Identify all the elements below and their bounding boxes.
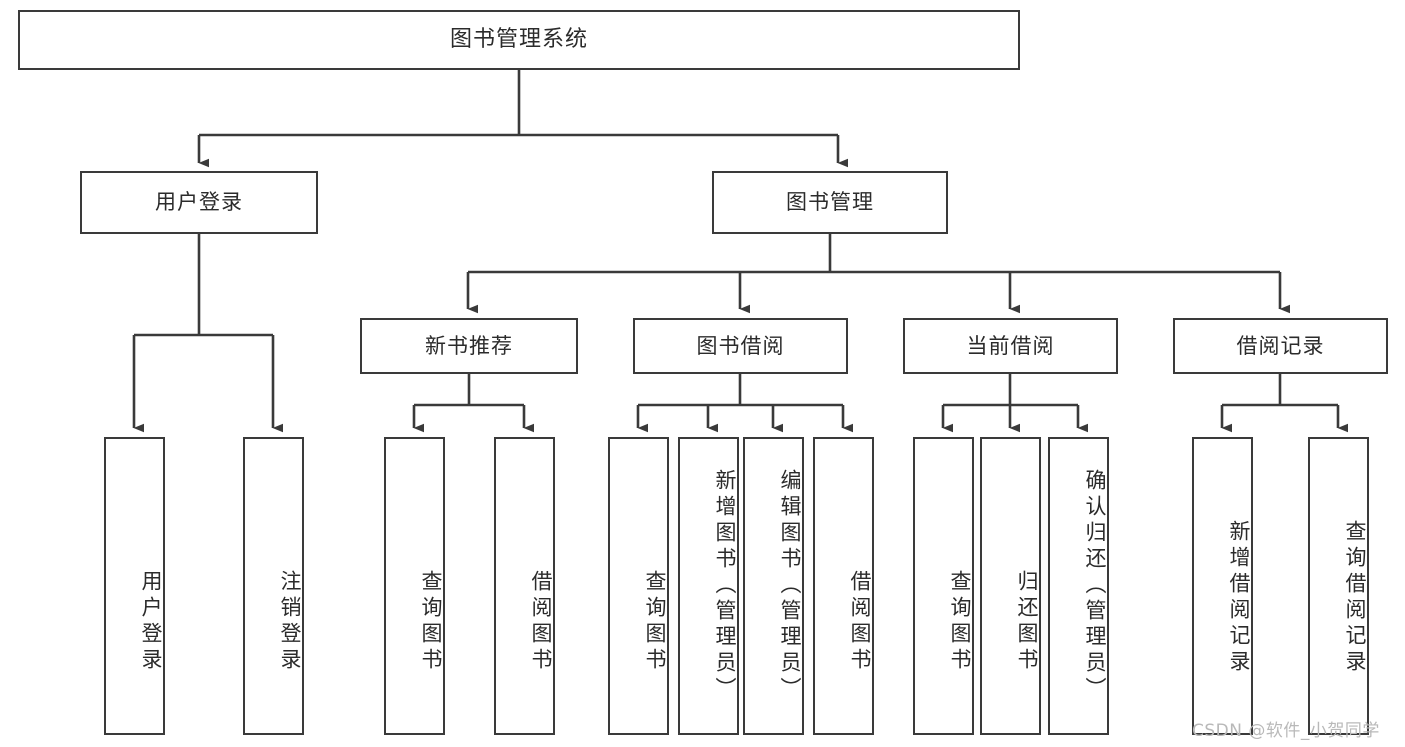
- node-borrow-record[interactable]: 借阅记录: [1173, 318, 1388, 374]
- node-label: 图书借阅: [696, 333, 785, 358]
- node-label: 借阅图书: [529, 570, 553, 674]
- node-label: 当前借阅: [966, 333, 1055, 358]
- node-root-system[interactable]: 图书管理系统: [18, 10, 1020, 70]
- node-label: 借阅记录: [1236, 333, 1325, 358]
- leaf-borrow-book[interactable]: 借阅图书: [813, 437, 874, 735]
- node-label: 新增图书（管理员）: [713, 469, 737, 703]
- node-label: 图书管理系统: [449, 27, 588, 53]
- leaf-confirm-return[interactable]: 确认归还（管理员）: [1048, 437, 1109, 735]
- node-label: 新增借阅记录: [1227, 520, 1251, 676]
- node-label: 查询图书: [643, 570, 667, 674]
- node-label: 用户登录: [139, 570, 163, 674]
- node-label: 归还图书: [1015, 570, 1039, 674]
- leaf-add-book[interactable]: 新增图书（管理员）: [678, 437, 739, 735]
- node-label: 查询图书: [948, 570, 972, 674]
- node-label: 注销登录: [278, 570, 302, 674]
- node-label: 确认归还（管理员）: [1083, 469, 1107, 703]
- node-label: 编辑图书（管理员）: [778, 469, 802, 703]
- node-current-borrow[interactable]: 当前借阅: [903, 318, 1118, 374]
- leaf-return-book[interactable]: 归还图书: [980, 437, 1041, 735]
- leaf-user-logout[interactable]: 注销登录: [243, 437, 304, 735]
- node-book-manage[interactable]: 图书管理: [712, 171, 948, 234]
- leaf-add-borrow-record[interactable]: 新增借阅记录: [1192, 437, 1253, 735]
- leaf-borrow-book-recommend[interactable]: 借阅图书: [494, 437, 555, 735]
- leaf-query-borrow-record[interactable]: 查询借阅记录: [1308, 437, 1369, 735]
- leaf-query-book-borrow[interactable]: 查询图书: [608, 437, 669, 735]
- node-user-login[interactable]: 用户登录: [80, 171, 318, 234]
- node-label: 新书推荐: [425, 333, 513, 358]
- node-label: 借阅图书: [848, 570, 872, 674]
- node-label: 查询借阅记录: [1343, 520, 1367, 676]
- csdn-watermark: CSDN @软件_小贺同学: [1192, 721, 1380, 741]
- node-label: 图书管理: [786, 190, 874, 215]
- leaf-user-login[interactable]: 用户登录: [104, 437, 165, 735]
- leaf-query-book-current[interactable]: 查询图书: [913, 437, 974, 735]
- node-new-book-recommend[interactable]: 新书推荐: [360, 318, 578, 374]
- node-label: 用户登录: [155, 190, 243, 215]
- node-label: 查询图书: [419, 570, 443, 674]
- leaf-edit-book[interactable]: 编辑图书（管理员）: [743, 437, 804, 735]
- node-book-borrow[interactable]: 图书借阅: [633, 318, 848, 374]
- leaf-query-book-recommend[interactable]: 查询图书: [384, 437, 445, 735]
